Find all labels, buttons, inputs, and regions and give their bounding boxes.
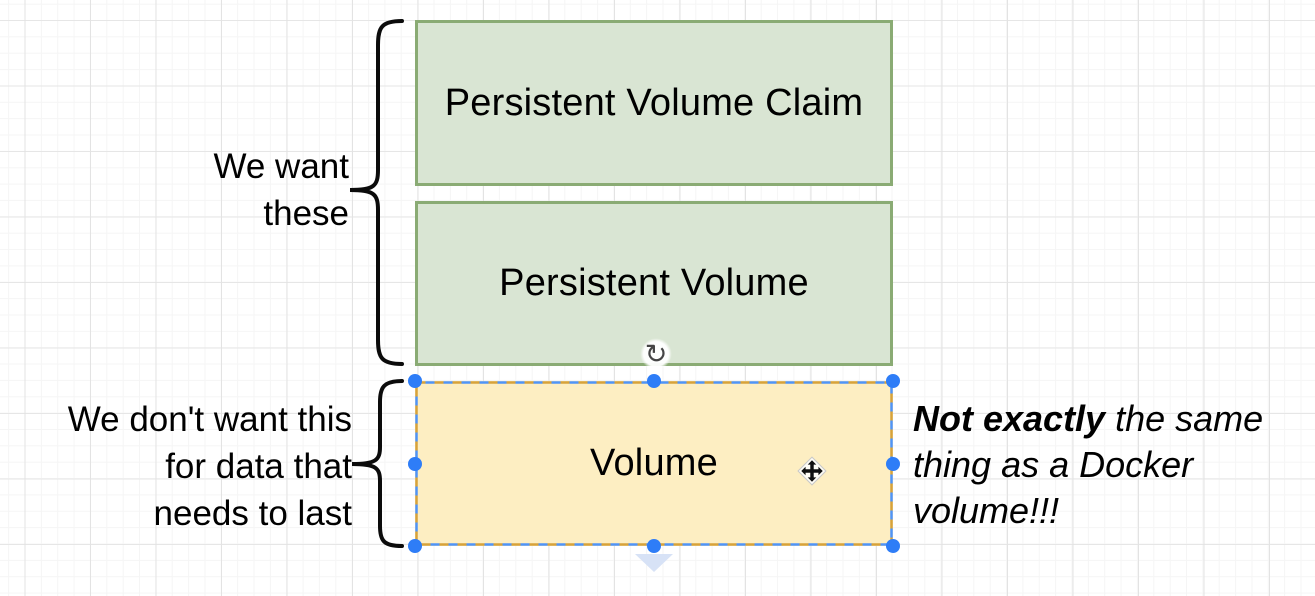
note-line: thing as a Docker (913, 444, 1194, 485)
selection-handle-sw[interactable] (408, 539, 422, 553)
selection-handle-ne[interactable] (886, 374, 900, 388)
label-line: We want (213, 147, 349, 186)
label-we-want-these[interactable]: We want these (213, 143, 349, 237)
label-dont-want-this[interactable]: We don't want this for data that needs t… (68, 396, 352, 537)
shape-label: Volume (590, 442, 718, 484)
note-not-exactly-docker-volume[interactable]: Not exactly the same thing as a Docker v… (913, 396, 1263, 534)
note-text: the same (1105, 398, 1264, 439)
label-line: needs to last (153, 494, 352, 533)
selection-handle-w[interactable] (408, 457, 422, 471)
label-line: these (263, 194, 349, 233)
shape-label: Persistent Volume (499, 262, 809, 304)
selection-handle-s[interactable] (647, 539, 661, 553)
selection-handle-n[interactable] (647, 374, 661, 388)
shape-persistent-volume-claim[interactable]: Persistent Volume Claim (415, 20, 893, 186)
selection-handle-se[interactable] (886, 539, 900, 553)
selection-handle-e[interactable] (886, 457, 900, 471)
note-bold-text: Not exactly (913, 398, 1106, 439)
direction-arrow-down-icon[interactable] (635, 554, 673, 572)
brace-we-want[interactable] (349, 19, 404, 366)
label-line: We don't want this (67, 400, 352, 439)
selection-handle-nw[interactable] (408, 374, 422, 388)
rotate-icon[interactable]: ↻ (640, 338, 672, 370)
move-cursor-icon (797, 456, 827, 486)
note-line: Not exactly the same (913, 396, 1263, 442)
note-line: volume!!! (913, 490, 1060, 531)
brace-dont-want[interactable] (351, 379, 404, 548)
label-line: for data that (165, 447, 352, 486)
shape-label: Persistent Volume Claim (444, 81, 864, 124)
